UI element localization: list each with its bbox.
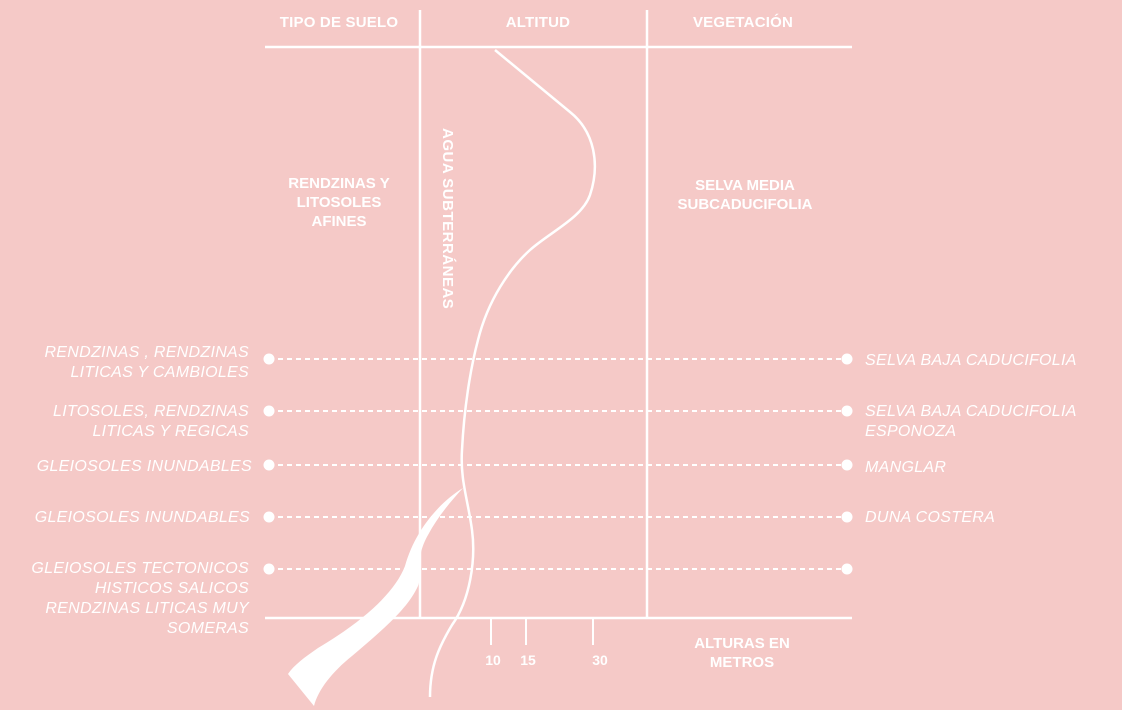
vegetation-label-row-4: DUNA COSTERA bbox=[865, 509, 996, 526]
row-5-right-dot bbox=[841, 563, 853, 575]
axis-tick-label-10: 10 bbox=[485, 652, 501, 668]
row-3-left-dot bbox=[263, 459, 275, 471]
altitude-profile-curve bbox=[428, 49, 597, 698]
upper-vegetation-label: SELVA MEDIA SUBCADUCIFOLIA bbox=[677, 177, 813, 213]
row-connector-5 bbox=[263, 563, 853, 575]
axis-tick-label-15: 15 bbox=[520, 652, 536, 668]
row-connector-3 bbox=[263, 459, 853, 471]
vegetation-label-row-1: SELVA BAJA CADUCIFOLIA bbox=[865, 352, 1077, 369]
soil-label-row-4: GLEIOSOLES INUNDABLES bbox=[34, 509, 250, 526]
row-1-left-dot bbox=[263, 353, 275, 365]
vegetation-label-row-2: SELVA BAJA CADUCIFOLIA ESPONOZA bbox=[865, 403, 1077, 440]
groundwater-vertical-label: AGUA SUBTERRÁNEAS bbox=[439, 128, 456, 310]
row-2-left-dot bbox=[263, 405, 275, 417]
row-4-left-dot bbox=[263, 511, 275, 523]
row-5-left-dot bbox=[263, 563, 275, 575]
soil-label-row-5: GLEIOSOLES TECTONICOS HISTICOS SALICOS R… bbox=[31, 560, 249, 637]
row-connector-4 bbox=[263, 511, 853, 523]
row-3-right-dot bbox=[841, 459, 853, 471]
soil-label-row-2: LITOSOLES, RENDZINAS LITICAS Y REGICAS bbox=[53, 403, 249, 440]
row-1-right-dot bbox=[841, 353, 853, 365]
row-connector-1 bbox=[263, 353, 853, 365]
header-altitude: ALTITUD bbox=[505, 14, 571, 31]
header-vegetation: VEGETACIÓN bbox=[692, 14, 794, 31]
row-2-right-dot bbox=[841, 405, 853, 417]
vegetation-label-row-3: MANGLAR bbox=[865, 459, 947, 476]
soil-label-row-3: GLEIOSOLES INUNDABLES bbox=[36, 458, 252, 475]
header-soil-type: TIPO DE SUELO bbox=[279, 14, 399, 31]
axis-tick-label-30: 30 bbox=[592, 652, 608, 668]
axis-label-heights: ALTURAS EN METROS bbox=[694, 635, 790, 671]
row-4-right-dot bbox=[841, 511, 853, 523]
soil-label-row-1: RENDZINAS , RENDZINAS LITICAS Y CAMBIOLE… bbox=[44, 344, 249, 381]
upper-soil-label: RENDZINAS Y LITOSOLES AFINES bbox=[288, 175, 390, 230]
row-connector-2 bbox=[263, 405, 853, 417]
groundwater-wedge-shape bbox=[288, 488, 463, 706]
